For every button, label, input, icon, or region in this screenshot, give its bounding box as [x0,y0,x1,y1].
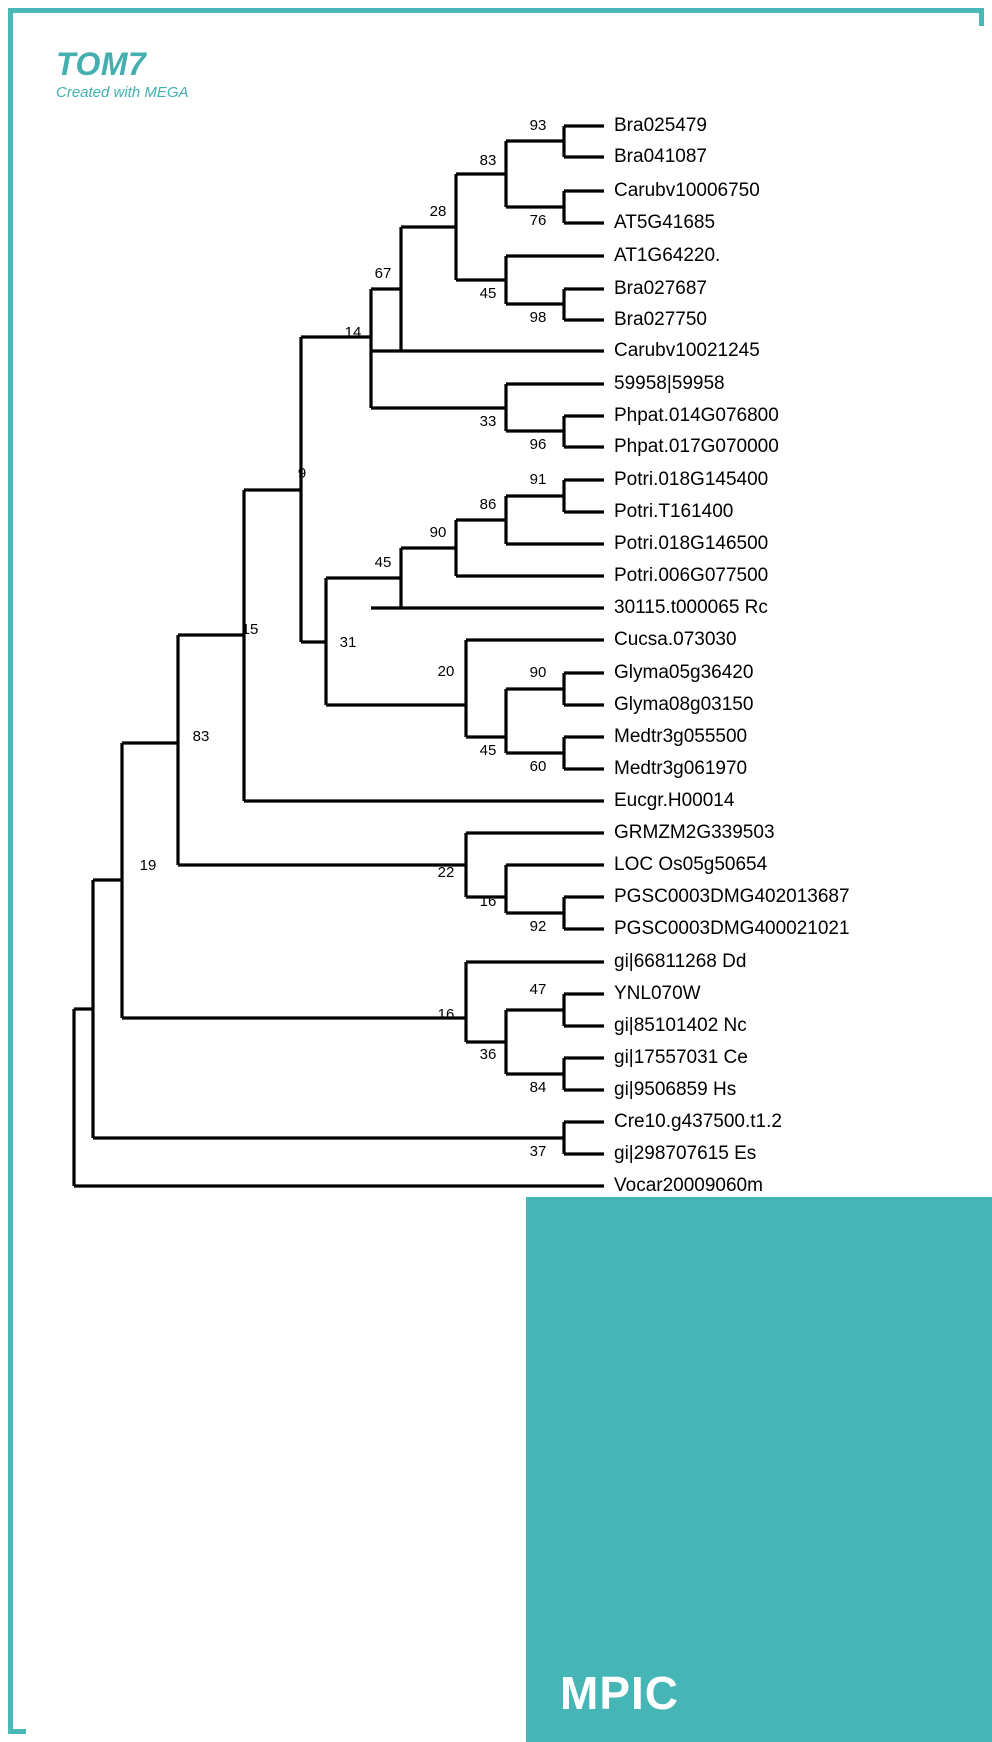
support-value-label: 45 [480,742,497,759]
support-value-label: 16 [438,1006,455,1023]
taxon-label: 30115.t000065 Rc [614,597,768,618]
taxon-label: LOC Os05g50654 [614,854,768,875]
teal-border-frame: TOM7 Created with MEGA 93 76 83 98 45 28 67 96 3… [8,8,992,1742]
taxon-label: Bra027750 [614,309,707,330]
taxon-label: Bra025479 [614,115,707,136]
support-value-label: 37 [530,1143,547,1160]
support-value-label: 98 [530,309,547,326]
taxon-label: GRMZM2G339503 [614,822,775,843]
taxon-label: Glyma08g03150 [614,694,753,715]
support-value-label: 90 [430,524,447,541]
leaf-label-layer: Bra025479Bra041087Carubv10006750AT5G4168… [614,115,850,1196]
tree-canvas: TOM7 Created with MEGA 93 76 83 98 45 28 67 96 3… [26,26,992,1742]
taxon-label: Potri.006G077500 [614,565,768,586]
taxon-label: AT5G41685 [614,212,715,233]
support-value-label: 84 [530,1079,547,1096]
support-value-label: 60 [530,758,547,775]
phylogenetic-tree: 93 76 83 98 45 28 67 96 33 14 91 86 90 45 20 90 60 45 31 9 1… [72,115,850,1196]
support-label-layer: 93 76 83 98 45 28 67 96 33 14 91 86 90 45 20 90 60 45 31 9 1… [140,117,547,1160]
support-value-label: 14 [345,324,362,341]
support-value-label: 90 [530,664,547,681]
taxon-label: Bra027687 [614,278,707,299]
support-value-label: 31 [340,634,357,651]
taxon-label: Cre10.g437500.t1.2 [614,1111,782,1132]
taxon-label: gi|85101402 Nc [614,1015,747,1036]
support-value-label: 15 [242,621,259,638]
taxon-label: Potri.018G146500 [614,533,768,554]
taxon-label: YNL070W [614,983,701,1004]
page-title: TOM7 [56,46,147,82]
taxon-label: Medtr3g055500 [614,726,747,747]
support-value-label: 91 [530,471,547,488]
taxon-label: PGSC0003DMG402013687 [614,886,850,907]
taxon-label: PGSC0003DMG400021021 [614,918,850,939]
figure-header: TOM7 Created with MEGA [56,48,476,100]
support-value-label: 92 [530,918,547,935]
taxon-label: gi|17557031 Ce [614,1047,748,1068]
taxon-label: Phpat.014G076800 [614,405,779,426]
support-value-label: 83 [193,728,210,745]
support-value-label: 19 [140,857,157,874]
support-value-label: 33 [480,413,497,430]
support-value-label: 76 [530,212,547,229]
taxon-label: Bra041087 [614,146,707,167]
taxon-label: Glyma05g36420 [614,662,753,683]
taxon-label: gi|9506859 Hs [614,1079,736,1100]
support-value-label: 83 [480,152,497,169]
taxon-label: Potri.018G145400 [614,469,768,490]
support-value-label: 45 [480,285,497,302]
support-value-label: 47 [530,981,547,998]
taxon-label: Medtr3g061970 [614,758,747,779]
taxon-label: Vocar20009060m [614,1175,763,1196]
taxon-label: Cucsa.073030 [614,629,737,650]
taxon-label: gi|66811268 Dd [614,951,746,972]
support-value-label: 93 [530,117,547,134]
taxon-label: Carubv10021245 [614,340,760,361]
support-value-label: 9 [298,465,306,482]
branch-layer [72,124,604,1188]
taxon-label: Potri.T161400 [614,501,733,522]
taxon-label: Eucgr.H00014 [614,790,735,811]
taxon-label: Carubv10006750 [614,180,760,201]
taxon-label: gi|298707615 Es [614,1143,756,1164]
support-value-label: 86 [480,496,497,513]
taxon-label: AT1G64220. [614,245,720,266]
taxon-label: 59958|59958 [614,373,725,394]
support-value-label: 28 [430,203,447,220]
support-value-label: 67 [375,265,392,282]
mpic-logo-text: MPIC [560,1667,679,1719]
support-value-label: 96 [530,436,547,453]
mpic-watermark-block: MPIC [526,1197,992,1742]
support-value-label: 22 [438,864,455,881]
support-value-label: 36 [480,1046,497,1063]
support-value-label: 45 [375,554,392,571]
taxon-label: Phpat.017G070000 [614,436,779,457]
figure-subtitle: Created with MEGA [56,84,189,101]
support-value-label: 20 [438,663,455,680]
support-value-label: 16 [480,893,497,910]
